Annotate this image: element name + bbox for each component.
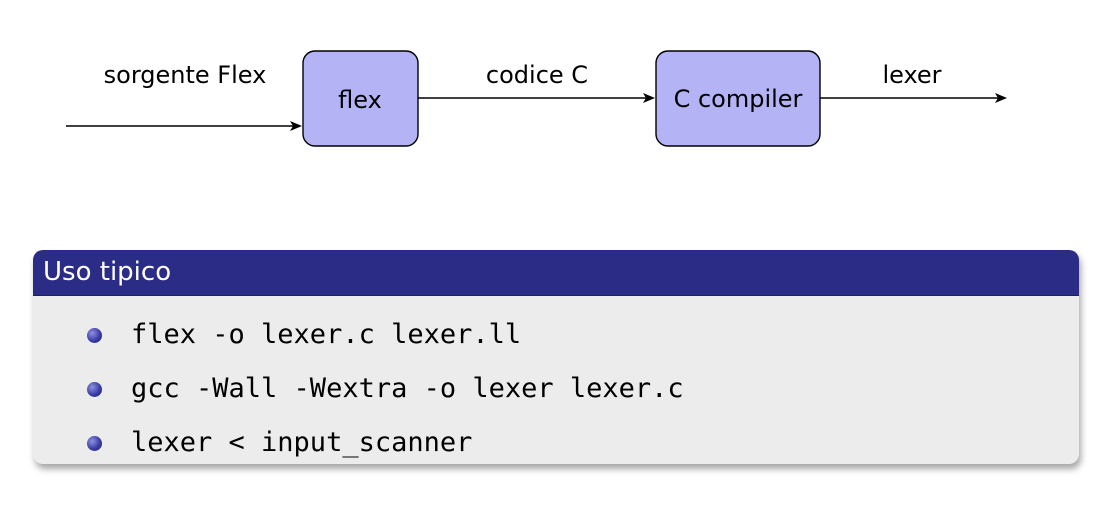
arrowhead-output (995, 93, 1007, 103)
block-body: flex -o lexer.c lexer.ll gcc -Wall -Wext… (33, 296, 1079, 464)
bullet-icon (87, 328, 102, 343)
edge-label-sorgente-flex: sorgente Flex (104, 61, 267, 89)
edge-label-codice-c: codice C (486, 61, 588, 89)
command-text: flex -o lexer.c lexer.ll (131, 319, 522, 350)
bullet-icon (87, 382, 102, 397)
block-title: Uso tipico (33, 250, 1079, 296)
edge-label-lexer: lexer (882, 61, 941, 89)
arrowhead-to-flex (290, 121, 302, 131)
uso-tipico-block: Uso tipico flex -o lexer.c lexer.ll gcc … (33, 250, 1079, 464)
bullet-icon (87, 436, 102, 451)
list-item: lexer < input_scanner (87, 416, 1079, 464)
node-c-compiler-label: C compiler (674, 85, 803, 113)
command-text: lexer < input_scanner (131, 427, 473, 458)
arrowhead-to-ccompiler (643, 93, 655, 103)
list-item: gcc -Wall -Wextra -o lexer lexer.c (87, 362, 1079, 416)
node-flex-label: flex (338, 86, 382, 114)
list-item: flex -o lexer.c lexer.ll (87, 308, 1079, 362)
command-text: gcc -Wall -Wextra -o lexer lexer.c (131, 373, 684, 404)
flex-pipeline-diagram: sorgente Flex flex codice C C compiler l… (66, 50, 1007, 147)
